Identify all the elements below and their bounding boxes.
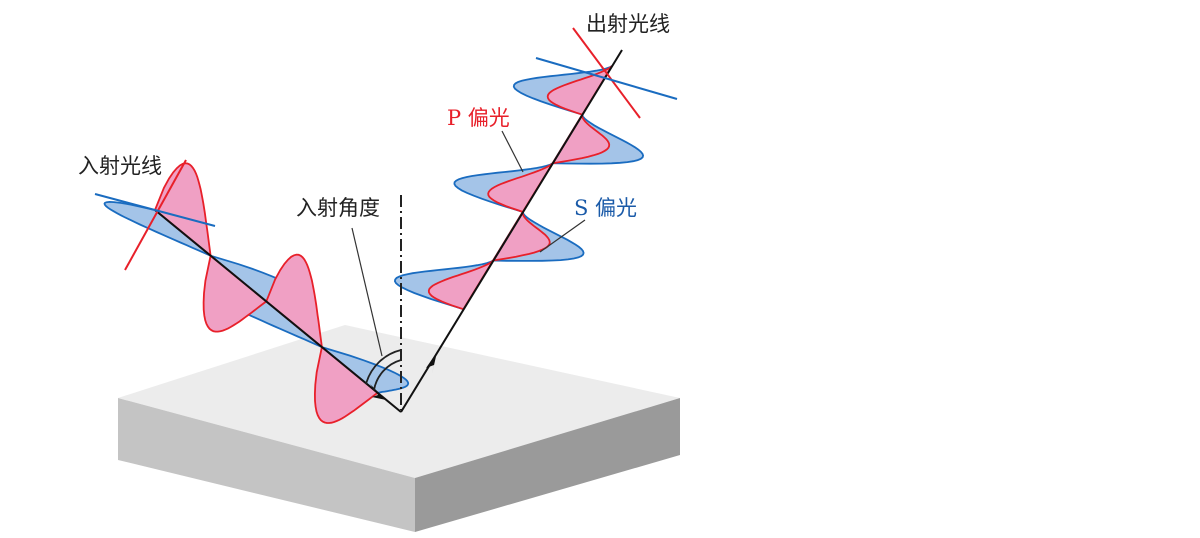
incident-ray — [154, 209, 402, 413]
reflected-p-wave-lobe — [487, 162, 554, 213]
reflected-p-axis — [572, 27, 641, 119]
incident-p-axis — [124, 159, 187, 271]
block-right-face — [415, 398, 680, 532]
reflected-ray — [400, 49, 623, 413]
incident-p-wave-lobe — [202, 254, 268, 333]
angle-arc-inner — [373, 359, 402, 391]
wave-layer — [103, 63, 645, 424]
incident-s-wave-lobe — [321, 346, 410, 394]
surface-block — [118, 325, 680, 532]
incident-s-wave-lobe — [103, 200, 212, 257]
angle-arc-outer — [365, 349, 402, 385]
p-polarized-label: P 偏光 — [447, 106, 510, 130]
incident-p-wave-lobe — [153, 162, 212, 258]
incident-s-axis — [94, 193, 216, 227]
reflected-ray-label: 出射光线 — [586, 12, 670, 36]
incident-p-wave-lobe — [313, 345, 380, 424]
reflected-arrow-icon — [426, 352, 437, 374]
block-top-face — [118, 325, 680, 478]
angle-leader-line — [351, 227, 383, 357]
reflected-p-wave-lobe — [550, 114, 611, 165]
p-leader-line — [501, 130, 524, 173]
s-leader-line — [539, 219, 586, 253]
block-left-face — [118, 398, 415, 532]
reflected-s-axis — [535, 57, 678, 100]
incident-p-wave-lobe — [265, 253, 324, 350]
reflected-p-wave-lobe — [546, 65, 613, 116]
s-polarized-label: S 偏光 — [574, 196, 638, 220]
reflected-p-wave-lobe — [491, 211, 551, 262]
incident-angle-label: 入射角度 — [296, 196, 380, 220]
reflected-p-wave-lobe — [427, 259, 494, 311]
incident-ray-label: 入射光线 — [78, 154, 162, 178]
